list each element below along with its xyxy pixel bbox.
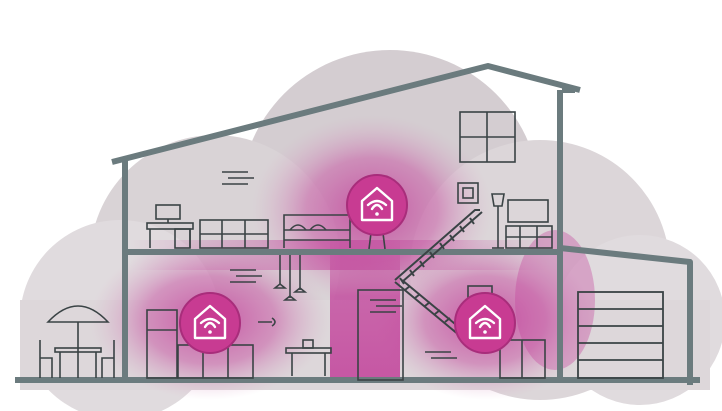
- house-wifi-icon: [468, 304, 502, 340]
- basement-node: [454, 292, 516, 354]
- upstairs-furniture: [146, 111, 553, 249]
- mesh-nodes: [179, 174, 516, 354]
- house-wifi-icon: [193, 304, 227, 340]
- garage-door: [577, 291, 664, 379]
- upstairs-node: [346, 174, 408, 250]
- living-room-node: [179, 292, 241, 354]
- house-wifi-icon: [360, 186, 394, 222]
- patio-set: [39, 305, 115, 378]
